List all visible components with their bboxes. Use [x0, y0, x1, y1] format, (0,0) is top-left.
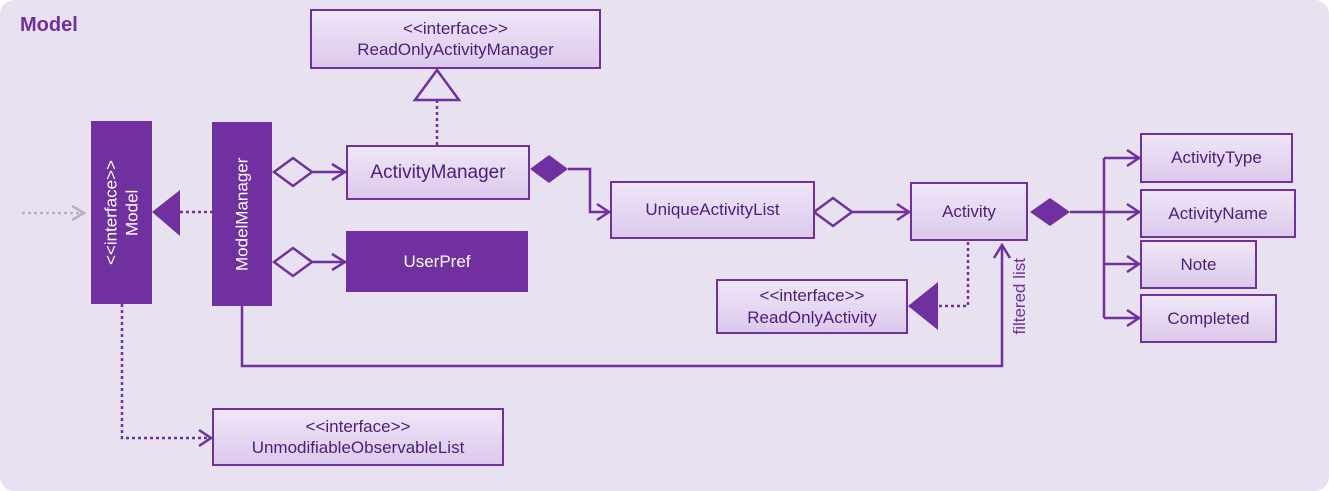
class-name: UserPref	[403, 251, 471, 271]
aggregation-diamond-userpref	[271, 246, 315, 278]
class-name: Activity	[942, 201, 996, 221]
realization-activity-readonlyactivity	[938, 242, 970, 308]
class-name: ActivityType	[1171, 148, 1262, 168]
model-interface-box: <<interface>> Model	[91, 121, 152, 304]
stereotype-label: <<interface>>	[101, 160, 121, 265]
unmodifiableobservablelist-box: <<interface>> UnmodifiableObservableList	[212, 408, 504, 466]
activitymanager-box: ActivityManager	[346, 145, 530, 200]
class-name: UniqueActivityList	[645, 200, 780, 220]
readonlyactivity-box: <<interface>> ReadOnlyActivity	[716, 279, 908, 334]
composition-activitymanager-uniquelist	[568, 167, 610, 214]
realization-head-readonlyactivity	[908, 282, 938, 330]
stereotype-label: <<interface>>	[305, 416, 411, 436]
userpref-box: UserPref	[346, 231, 528, 292]
stereotype-label: <<interface>>	[403, 18, 508, 38]
class-name: UnmodifiableObservableList	[251, 438, 465, 457]
class-name: ActivityManager	[370, 161, 506, 183]
class-name: ReadOnlyActivityManager	[357, 40, 554, 59]
filtered-list-association	[240, 245, 1004, 368]
class-name: ReadOnlyActivity	[747, 307, 877, 327]
note-box: Note	[1140, 240, 1257, 289]
diagram-title: Model	[20, 14, 78, 36]
class-name: ActivityName	[1168, 203, 1268, 223]
filtered-list-label: filtered list	[1010, 258, 1029, 335]
dependency-model-unmodifiablelist	[120, 304, 212, 440]
uniqueactivitylist-box: UniqueActivityList	[610, 181, 815, 239]
aggregation-diamond-uniquelist	[811, 196, 855, 228]
class-name: Completed	[1167, 308, 1250, 328]
aggregation-diamond-activitymanager	[271, 156, 315, 188]
external-dependency-arrowhead	[71, 204, 87, 222]
completed-box: Completed	[1140, 294, 1277, 343]
readonlyactivitymanager-box: <<interface>> ReadOnlyActivityManager	[310, 9, 601, 69]
composition-diamond-activitymanager	[530, 155, 568, 183]
activitytype-box: ActivityType	[1140, 133, 1293, 183]
composition-diamond-activity	[1030, 198, 1070, 226]
class-name: Note	[1180, 254, 1217, 274]
stereotype-label: <<interface>>	[759, 286, 865, 306]
realization-head-model	[152, 190, 180, 236]
activity-box: Activity	[910, 182, 1028, 241]
realization-head-readonlyactivitymanager	[412, 67, 462, 102]
class-name: ModelManager	[232, 157, 252, 271]
class-name: Model	[122, 189, 142, 236]
activityname-box: ActivityName	[1140, 189, 1296, 238]
modelmanager-box: ModelManager	[212, 122, 272, 306]
